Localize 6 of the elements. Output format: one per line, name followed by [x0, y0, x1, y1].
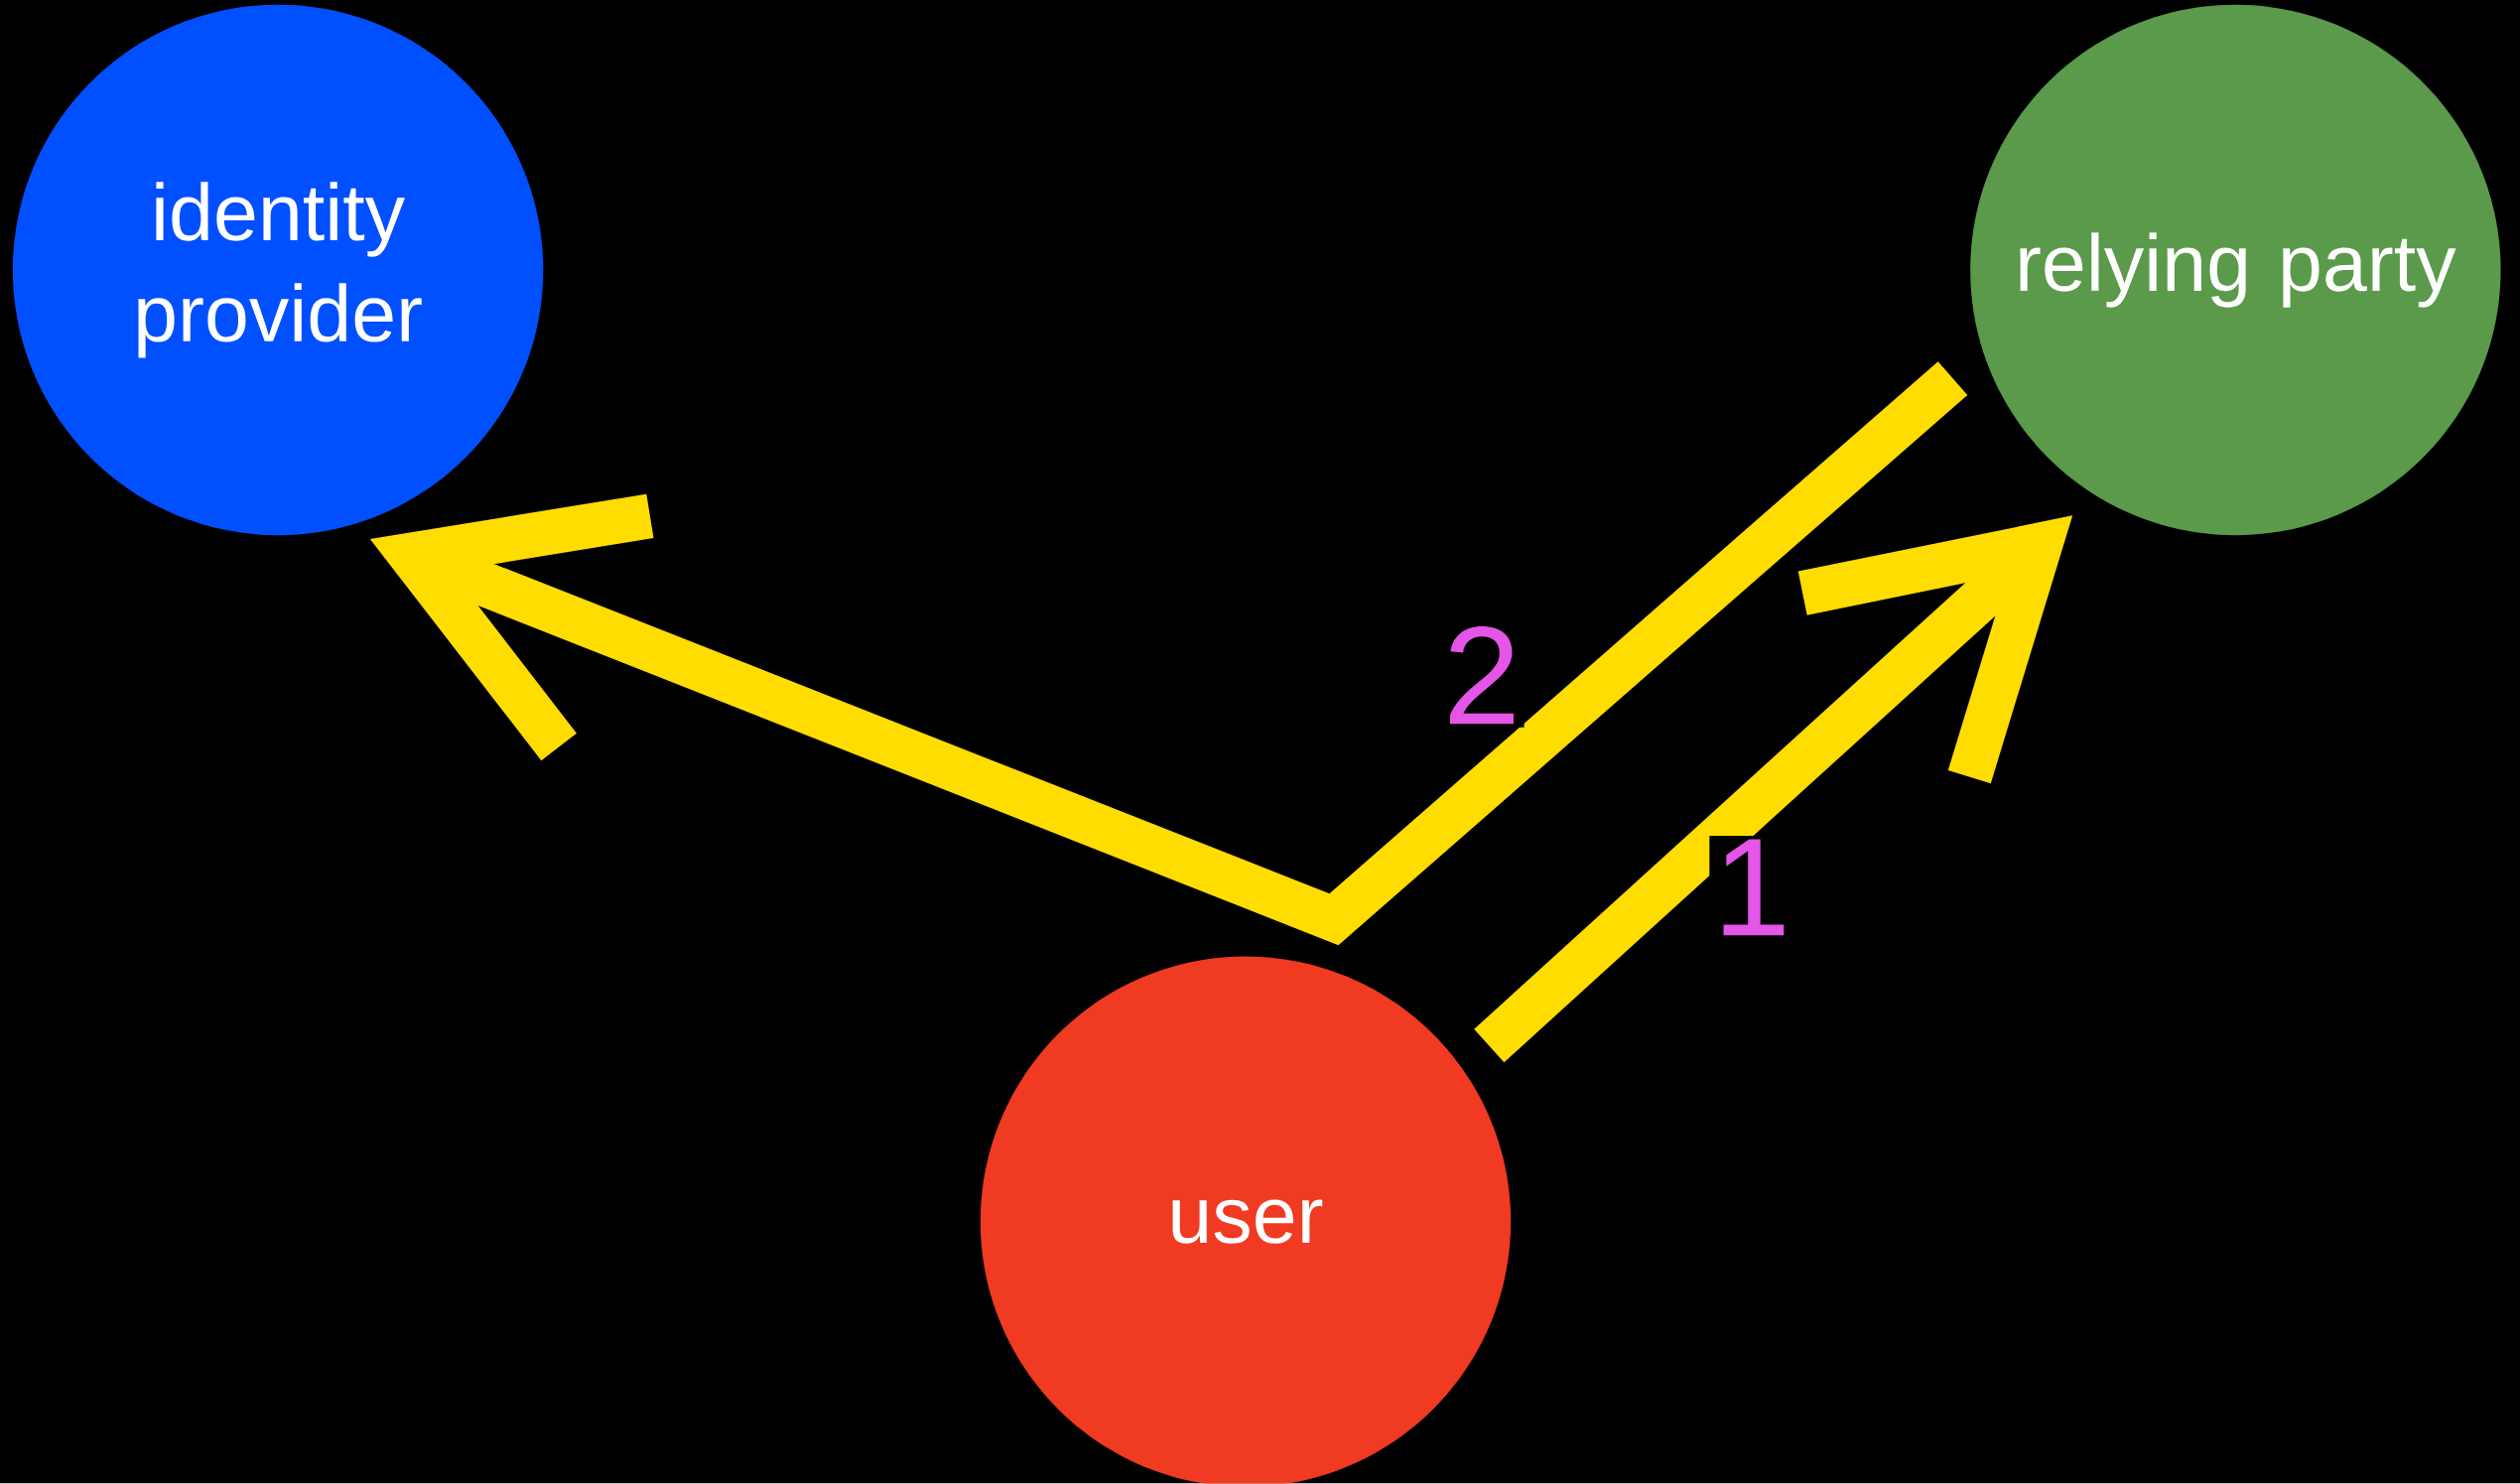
arrow [1474, 515, 2073, 1063]
step-number: 1 [1709, 836, 1794, 939]
circle-node: identity provider [12, 5, 544, 536]
arrow [369, 361, 1968, 946]
step-number: 2 [1439, 622, 1525, 728]
circle-node: relying party [1970, 5, 2501, 536]
